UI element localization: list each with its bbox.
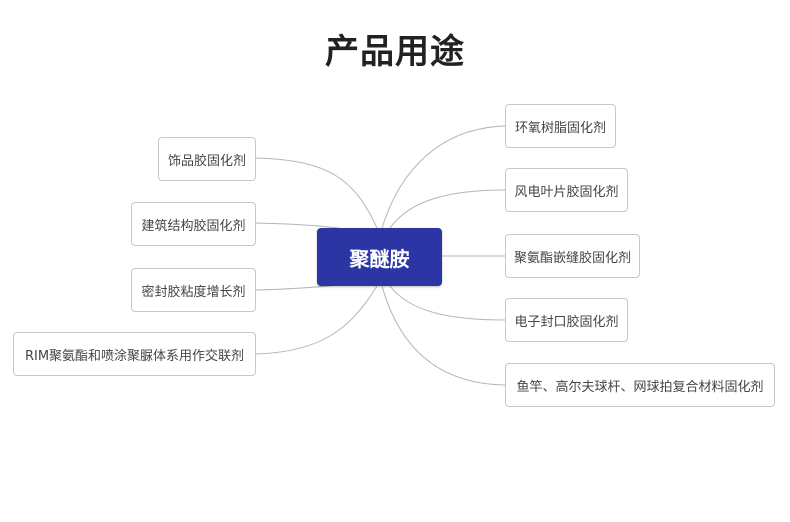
left-node-2: 建筑结构胶固化剂: [131, 202, 256, 246]
right-node-4: 电子封口胶固化剂: [505, 298, 628, 342]
link-left-4: [255, 285, 378, 355]
right-node-1: 环氧树脂固化剂: [505, 104, 616, 148]
left-node-3: 密封胶粘度增长剂: [131, 268, 256, 312]
link-right-4: [389, 285, 506, 321]
center-node: 聚醚胺: [317, 228, 442, 286]
left-node-4: RIM聚氨酯和喷涂聚脲体系用作交联剂: [13, 332, 256, 376]
right-node-3: 聚氨酯嵌缝胶固化剂: [505, 234, 640, 278]
link-left-1: [255, 157, 378, 229]
link-right-2: [389, 189, 506, 229]
right-node-5: 鱼竿、高尔夫球杆、网球拍复合材料固化剂: [505, 363, 775, 407]
left-node-1: 饰品胶固化剂: [158, 137, 256, 181]
diagram-title: 产品用途: [325, 32, 465, 72]
link-right-1: [381, 125, 506, 229]
link-right-5: [381, 285, 506, 386]
right-node-2: 风电叶片胶固化剂: [505, 168, 628, 212]
